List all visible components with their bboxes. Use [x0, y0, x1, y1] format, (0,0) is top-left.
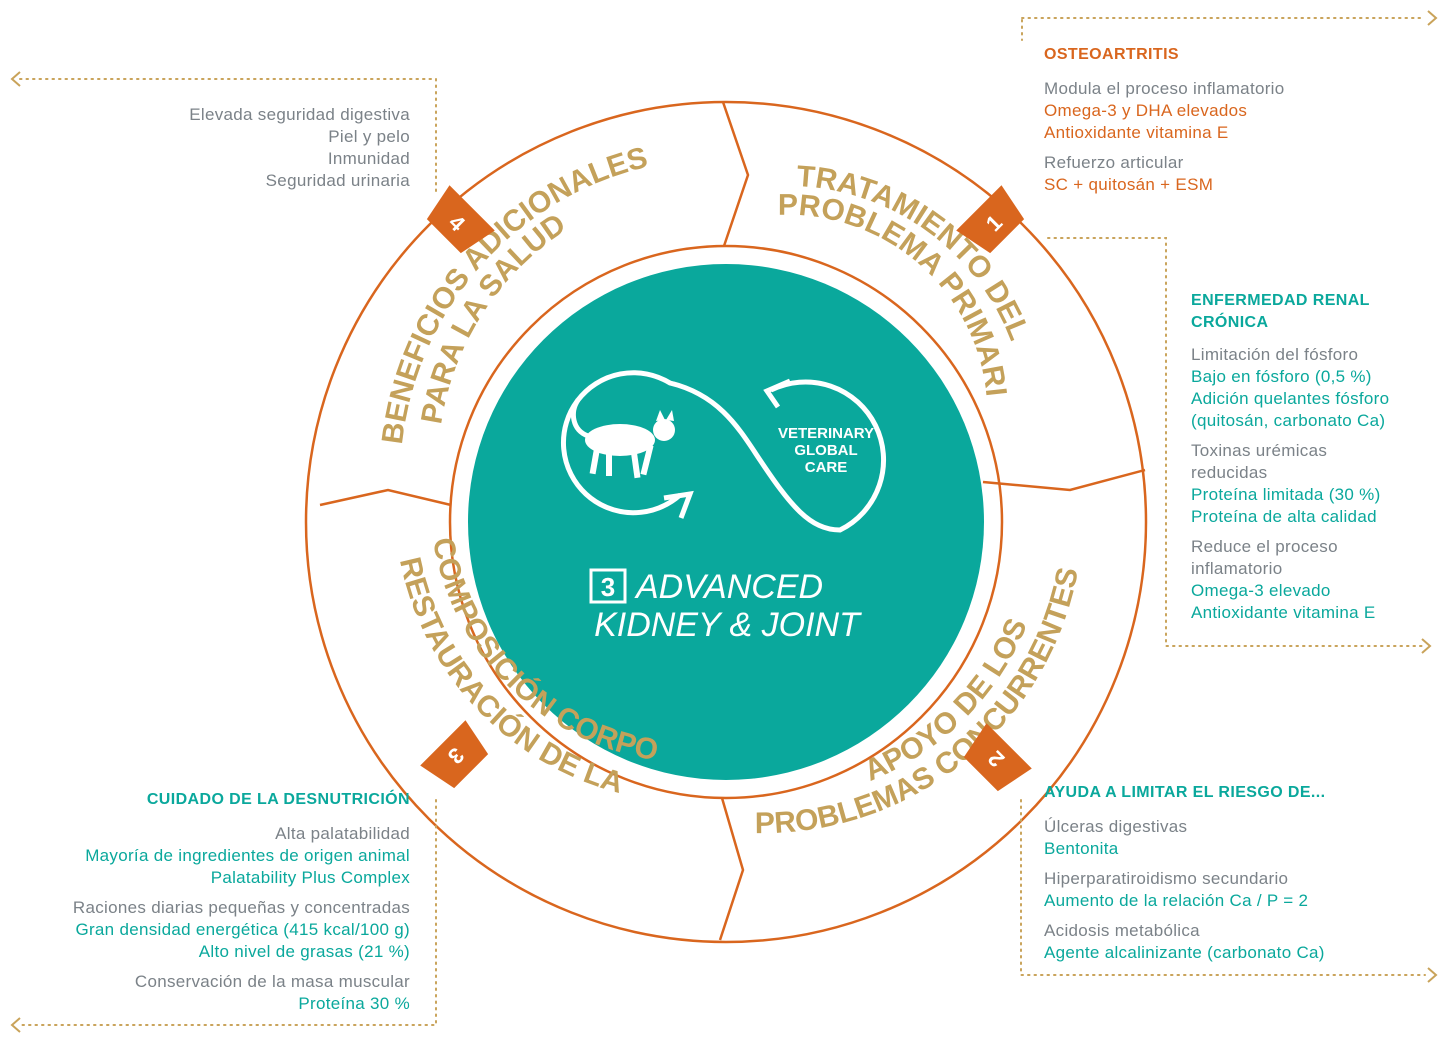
- renal-title-line-2: CRÓNICA: [1191, 314, 1269, 331]
- connector-right: [1047, 237, 1426, 647]
- riesgo-value: Aumento de la relación Ca / P = 2: [1044, 891, 1309, 910]
- connector-top-right: [1021, 17, 1426, 41]
- renal-value: (quitosán, carbonato Ca): [1191, 411, 1386, 430]
- segment-3-tab: 3: [420, 720, 489, 789]
- desnutricion-label: Conservación de la masa muscular: [134, 972, 410, 991]
- riesgo-value: Bentonita: [1044, 839, 1119, 858]
- product-name: 3 ADVANCED KIDNEY & JOINT: [589, 568, 862, 644]
- osteoartritis-label: Modula el proceso inflamatorio: [1044, 79, 1285, 98]
- logo-line-3: CARE: [805, 459, 848, 476]
- separator-bottom: [718, 797, 745, 941]
- desnutricion-value: Palatability Plus Complex: [210, 868, 410, 887]
- desnutricion-label: Raciones diarias pequeñas y concentradas: [72, 898, 410, 917]
- arrow-left-icon: [10, 1017, 21, 1033]
- product-number: 3: [601, 572, 615, 602]
- riesgo-label: Hiperparatiroidismo secundario: [1044, 869, 1289, 888]
- desnutricion-title: CUIDADO DE LA DESNUTRICIÓN: [146, 791, 410, 808]
- renal-title: ENFERMEDAD RENAL CRÓNICA: [1191, 290, 1389, 334]
- osteoartritis-title: OSTEOARTRITIS: [1044, 46, 1179, 63]
- separator-right: [982, 468, 1146, 492]
- benefit-item: Elevada seguridad digestiva: [189, 105, 410, 124]
- product-line-1: ADVANCED: [634, 568, 823, 606]
- renal-value: Antioxidante vitamina E: [1191, 603, 1376, 622]
- benefit-item: Piel y pelo: [328, 127, 410, 146]
- segment-separators: [319, 101, 1146, 941]
- renal-block: ENFERMEDAD RENAL CRÓNICA Limitación del …: [1191, 290, 1389, 632]
- osteoartritis-block: OSTEOARTRITIS Modula el proceso inflamat…: [1044, 44, 1285, 204]
- center-disk: [468, 264, 984, 780]
- renal-value: Adición quelantes fósforo: [1191, 389, 1390, 408]
- separator-left: [319, 488, 452, 507]
- outer-ring: [304, 100, 1148, 944]
- top-left-benefits: Elevada seguridad digestiva Piel y pelo …: [189, 104, 410, 192]
- renal-label: reducidas: [1191, 463, 1268, 482]
- renal-value: Bajo en fósforo (0,5 %): [1191, 367, 1372, 386]
- riesgo-block: AYUDA A LIMITAR EL RIESGO DE... Úlceras …: [1044, 782, 1325, 972]
- osteoartritis-value: SC + quitosán + ESM: [1044, 175, 1214, 194]
- cat-icon: [570, 398, 675, 479]
- osteoartritis-label: Refuerzo articular: [1044, 153, 1184, 172]
- desnutricion-label: Alta palatabilidad: [275, 824, 410, 843]
- renal-value: Omega-3 elevado: [1191, 581, 1331, 600]
- logo-line-2: GLOBAL: [794, 442, 857, 459]
- osteoartritis-value: Antioxidante vitamina E: [1044, 123, 1229, 142]
- riesgo-label: Úlceras digestivas: [1044, 817, 1188, 836]
- product-line-2: KIDNEY & JOINT: [594, 606, 862, 644]
- renal-label: Limitación del fósforo: [1191, 345, 1359, 364]
- riesgo-title: AYUDA A LIMITAR EL RIESGO DE...: [1044, 784, 1326, 801]
- inner-ring: [448, 244, 1004, 800]
- vgc-logo: VETERINARY GLOBAL CARE: [778, 425, 874, 476]
- connector-top-left: [19, 78, 437, 196]
- desnutricion-value: Gran densidad energética (415 kcal/100 g…: [75, 920, 410, 939]
- connector-bottom-right: [1020, 799, 1426, 976]
- riesgo-value: Agente alcalinizante (carbonato Ca): [1044, 943, 1325, 962]
- desnutricion-value: Alto nivel de grasas (21 %): [198, 942, 410, 961]
- arrow-right-icon: [1427, 967, 1438, 983]
- separator-top: [721, 101, 750, 247]
- arrow-left-icon: [10, 71, 21, 87]
- logo-line-1: VETERINARY: [778, 425, 874, 442]
- dotted-connectors: [19, 17, 1426, 1026]
- arrow-right-icon: [1427, 10, 1438, 26]
- connector-arrows: [10, 10, 1438, 1033]
- benefit-item: Seguridad urinaria: [265, 171, 410, 190]
- renal-value: Proteína de alta calidad: [1191, 507, 1377, 526]
- osteoartritis-value: Omega-3 y DHA elevados: [1044, 101, 1248, 120]
- connector-bottom-left: [19, 799, 437, 1026]
- product-number-box: [589, 568, 627, 604]
- desnutricion-block: CUIDADO DE LA DESNUTRICIÓN Alta palatabi…: [73, 789, 410, 1023]
- renal-label: Reduce el proceso: [1191, 537, 1338, 556]
- benefit-item: Inmunidad: [327, 149, 410, 168]
- desnutricion-value: Mayoría de ingredientes de origen animal: [85, 846, 410, 865]
- riesgo-label: Acidosis metabólica: [1044, 921, 1200, 940]
- renal-title-line-1: ENFERMEDAD RENAL: [1191, 292, 1370, 309]
- renal-label: Toxinas urémicas: [1191, 441, 1328, 460]
- renal-label: inflamatorio: [1191, 559, 1283, 578]
- desnutricion-value: Proteína 30 %: [298, 994, 410, 1013]
- infinity-loop-icon: [561, 370, 887, 533]
- arrow-right-icon: [1421, 638, 1432, 654]
- renal-value: Proteína limitada (30 %): [1191, 485, 1381, 504]
